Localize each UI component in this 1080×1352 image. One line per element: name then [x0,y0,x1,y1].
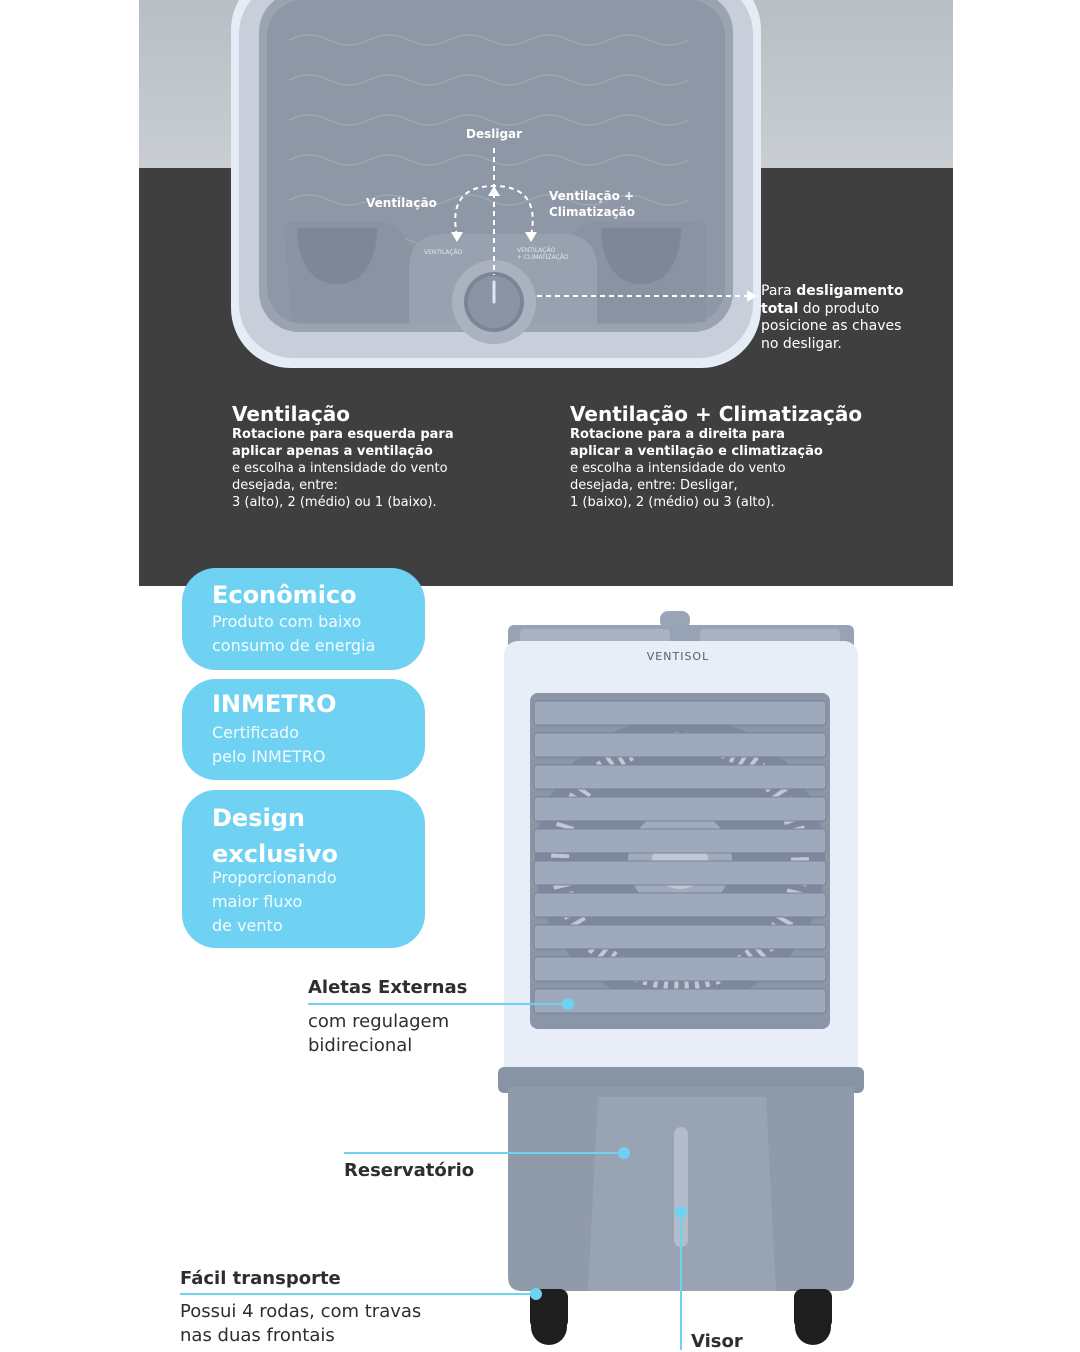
card-text-line: de vento [212,916,283,935]
reservatorio-callout-dot [618,1147,630,1159]
feature-card-inmetro: INMETRO Certificado pelo INMETRO [182,679,425,780]
note-line1-pre: Para [761,283,797,299]
fan-cool-description: Ventilação + Climatização Rotacione para… [570,402,900,511]
left-handle [297,228,377,284]
cooler-top-illustration [231,0,761,368]
card-text-line: Proporcionando [212,868,337,887]
card-title: INMETRO [212,690,337,718]
card-text-line: maior fluxo [212,892,303,911]
card-text-line: Certificado [212,723,299,742]
fan-description-bold2: aplicar apenas a ventilação [232,444,433,459]
body-ledge [498,1067,864,1093]
aletas-line1: com regulagem [308,1011,450,1032]
transporte-description: Possui 4 rodas, com travas nas duas fron… [180,1300,421,1348]
fan-cool-description-bold2: aplicar a ventilação e climatização [570,444,823,459]
fan-cool-description-text2: desejada, entre: Desligar, [570,478,738,493]
card-text-line: pelo INMETRO [212,747,326,766]
transporte-callout-dot [530,1288,542,1300]
aletas-description: com regulagem bidirecional [308,1010,449,1058]
transporte-line1: Possui 4 rodas, com travas [180,1301,422,1322]
air-cooler-illustration [498,611,864,1345]
louvers [533,700,827,1014]
water-level-window [674,1127,688,1247]
card-title: Design exclusivo [212,800,338,872]
card-title: Econômico [212,581,357,609]
dial-label-right: VENTILAÇÃO + CLIMATIZAÇÃO [517,247,569,261]
fan-description-title: Ventilação [232,402,351,426]
brand-label: VENTISOL [646,650,710,663]
dial-label-left: VENTILAÇÃO [424,249,463,256]
control-panel-section: VENTILAÇÃO VENTILAÇÃO + CLIMATIZAÇÃO Des… [139,0,953,586]
feature-card-design: Design exclusivo Proporcionando maior fl… [182,790,425,948]
power-off-note: Para desligamento total do produto posic… [761,283,951,353]
aletas-callout-dot [562,998,574,1010]
card-title-line: Design [212,804,305,832]
label-fan-cool-line1: Ventilação + [549,189,635,203]
card-text-line: Produto com baixo [212,612,362,631]
note-line3: posicione as chaves [761,318,902,334]
arrow-up-icon [488,186,500,196]
fan-description-text3: 3 (alto), 2 (médio) ou 1 (baixo). [232,495,437,510]
card-text: Proporcionando maior fluxo de vento [212,866,337,938]
fan-cool-description-text1: e escolha a intensidade do vento [570,461,786,476]
fan-description: Ventilação Rotacione para esquerda para … [232,402,532,511]
feature-card-economico: Econômico Produto com baixo consumo de e… [182,568,425,670]
note-arrow-icon [747,290,757,302]
fan-description-bold1: Rotacione para esquerda para [232,427,454,442]
dial-label-right-line1: VENTILAÇÃO [517,247,556,254]
note-line2-post: do produto [798,300,880,317]
card-text: Certificado pelo INMETRO [212,721,325,769]
wheels [530,1289,832,1345]
fan-description-text2: desejada, entre: [232,478,338,493]
fan-cool-description-text3: 1 (baixo), 2 (médio) ou 3 (alto). [570,495,775,510]
note-line1-bold: desligamento [796,283,904,299]
transporte-title: Fácil transporte [180,1268,341,1289]
label-fan-cool-line2: Climatização [549,205,636,219]
fan-cool-description-bold1: Rotacione para a direita para [570,427,785,442]
aletas-title: Aletas Externas [308,977,468,998]
label-fan: Ventilação [366,196,437,210]
aletas-line2: bidirecional [308,1035,413,1056]
arrow-right-icon [525,232,537,242]
visor-callout-dot [675,1206,687,1218]
fan-description-text1: e escolha a intensidade do vento [232,461,448,476]
fan-cool-description-title: Ventilação + Climatização [570,402,863,426]
dial-label-right-line2: + CLIMATIZAÇÃO [517,254,569,261]
label-off: Desligar [466,127,523,141]
note-line4: no desligar. [761,335,842,352]
arrow-left-icon [451,232,463,242]
card-text-line: consumo de energia [212,636,376,655]
top-knob [660,611,690,629]
visor-title: Visor [691,1331,743,1352]
note-line2-bold: total [761,300,799,317]
card-text: Produto com baixo consumo de energia [212,610,375,658]
card-title-line: exclusivo [212,840,338,868]
reservatorio-title: Reservatório [344,1160,475,1181]
transporte-line2: nas duas frontais [180,1325,335,1346]
right-handle [601,228,681,284]
label-fan-cool: Ventilação + Climatização [549,188,635,220]
